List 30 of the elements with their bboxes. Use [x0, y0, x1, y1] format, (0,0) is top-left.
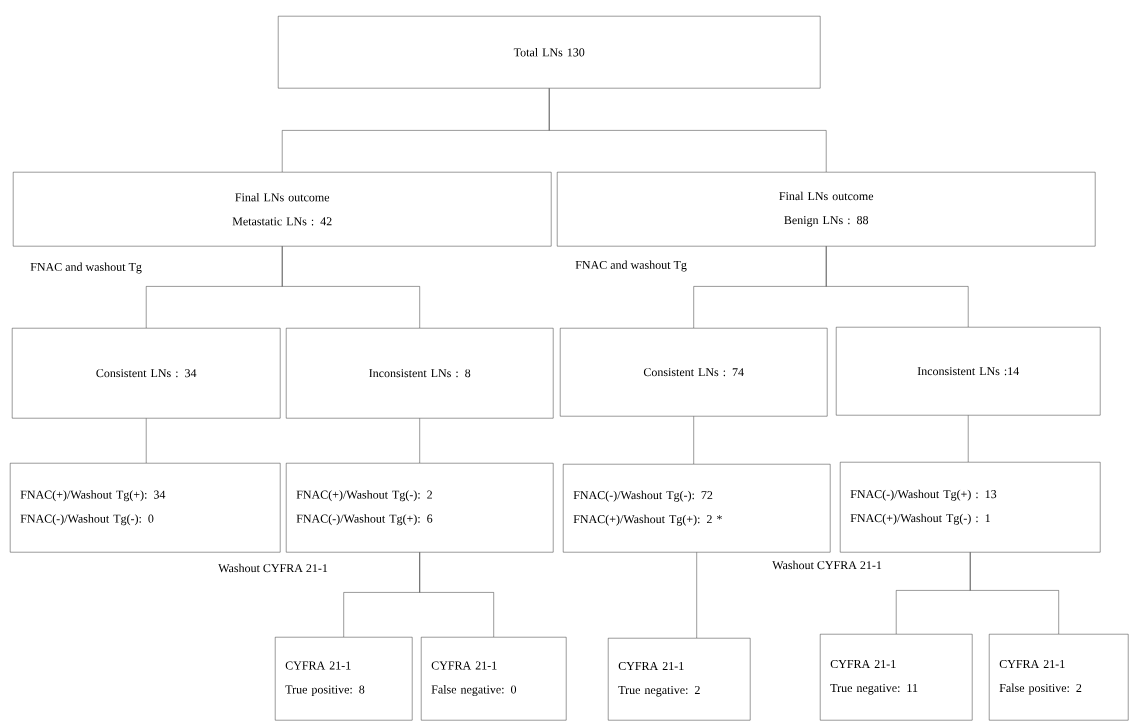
flow-box: Inconsistent LNs :14: [836, 327, 1101, 416]
connector-line: [282, 246, 420, 329]
flow-box: FNAC(+)/Washout Tg(+): 34 FNAC(-)/Washout Tg(-): 0: [10, 463, 281, 553]
flow-box: Consistent LNs : 34: [12, 328, 281, 419]
flow-box: CYFRA 21-1 True negative: 2: [608, 638, 751, 721]
flow-box: Total LNs 130: [278, 16, 821, 89]
connector-line: [146, 418, 147, 464]
branch-label: FNAC and washout Tg: [30, 262, 142, 274]
connector-line: [549, 88, 827, 173]
connector-line: [696, 552, 697, 639]
flow-box: CYFRA 21-1 True negative: 11: [820, 634, 973, 721]
flow-box: CYFRA 21-1 False positive: 2: [989, 634, 1129, 721]
connector-line: [970, 552, 1059, 635]
flow-box: Consistent LNs : 74: [560, 328, 828, 417]
branch-label: Washout CYFRA 21-1: [772, 560, 882, 570]
connector-line: [826, 246, 969, 328]
connector-line: [419, 418, 420, 464]
flow-box: CYFRA 21-1 False negative: 0: [421, 637, 567, 721]
flow-box: FNAC(-)/Washout Tg(+) : 13 FNAC(+)/Washout Tg(-) : 1: [840, 462, 1101, 553]
flow-box: FNAC(+)/Washout Tg(-): 2 FNAC(-)/Washout Tg(+): 6: [286, 463, 554, 553]
branch-label: FNAC and washout Tg: [575, 260, 687, 272]
branch-label: Washout CYFRA 21-1: [218, 563, 328, 573]
flow-box: Final LNs outcome Metastatic LNs : 42: [13, 172, 552, 247]
flow-box: CYFRA 21-1 True positive: 8: [275, 637, 413, 721]
flow-box: FNAC(-)/Washout Tg(-): 72 FNAC(+)/Washout Tg(+): 2 *: [563, 464, 831, 553]
flow-box: Inconsistent LNs : 8: [286, 328, 554, 419]
connector-line: [419, 552, 494, 638]
flow-box: Final LNs outcome Benign LNs : 88: [557, 172, 1096, 247]
connector-line: [968, 415, 969, 463]
connector-line: [693, 416, 694, 465]
